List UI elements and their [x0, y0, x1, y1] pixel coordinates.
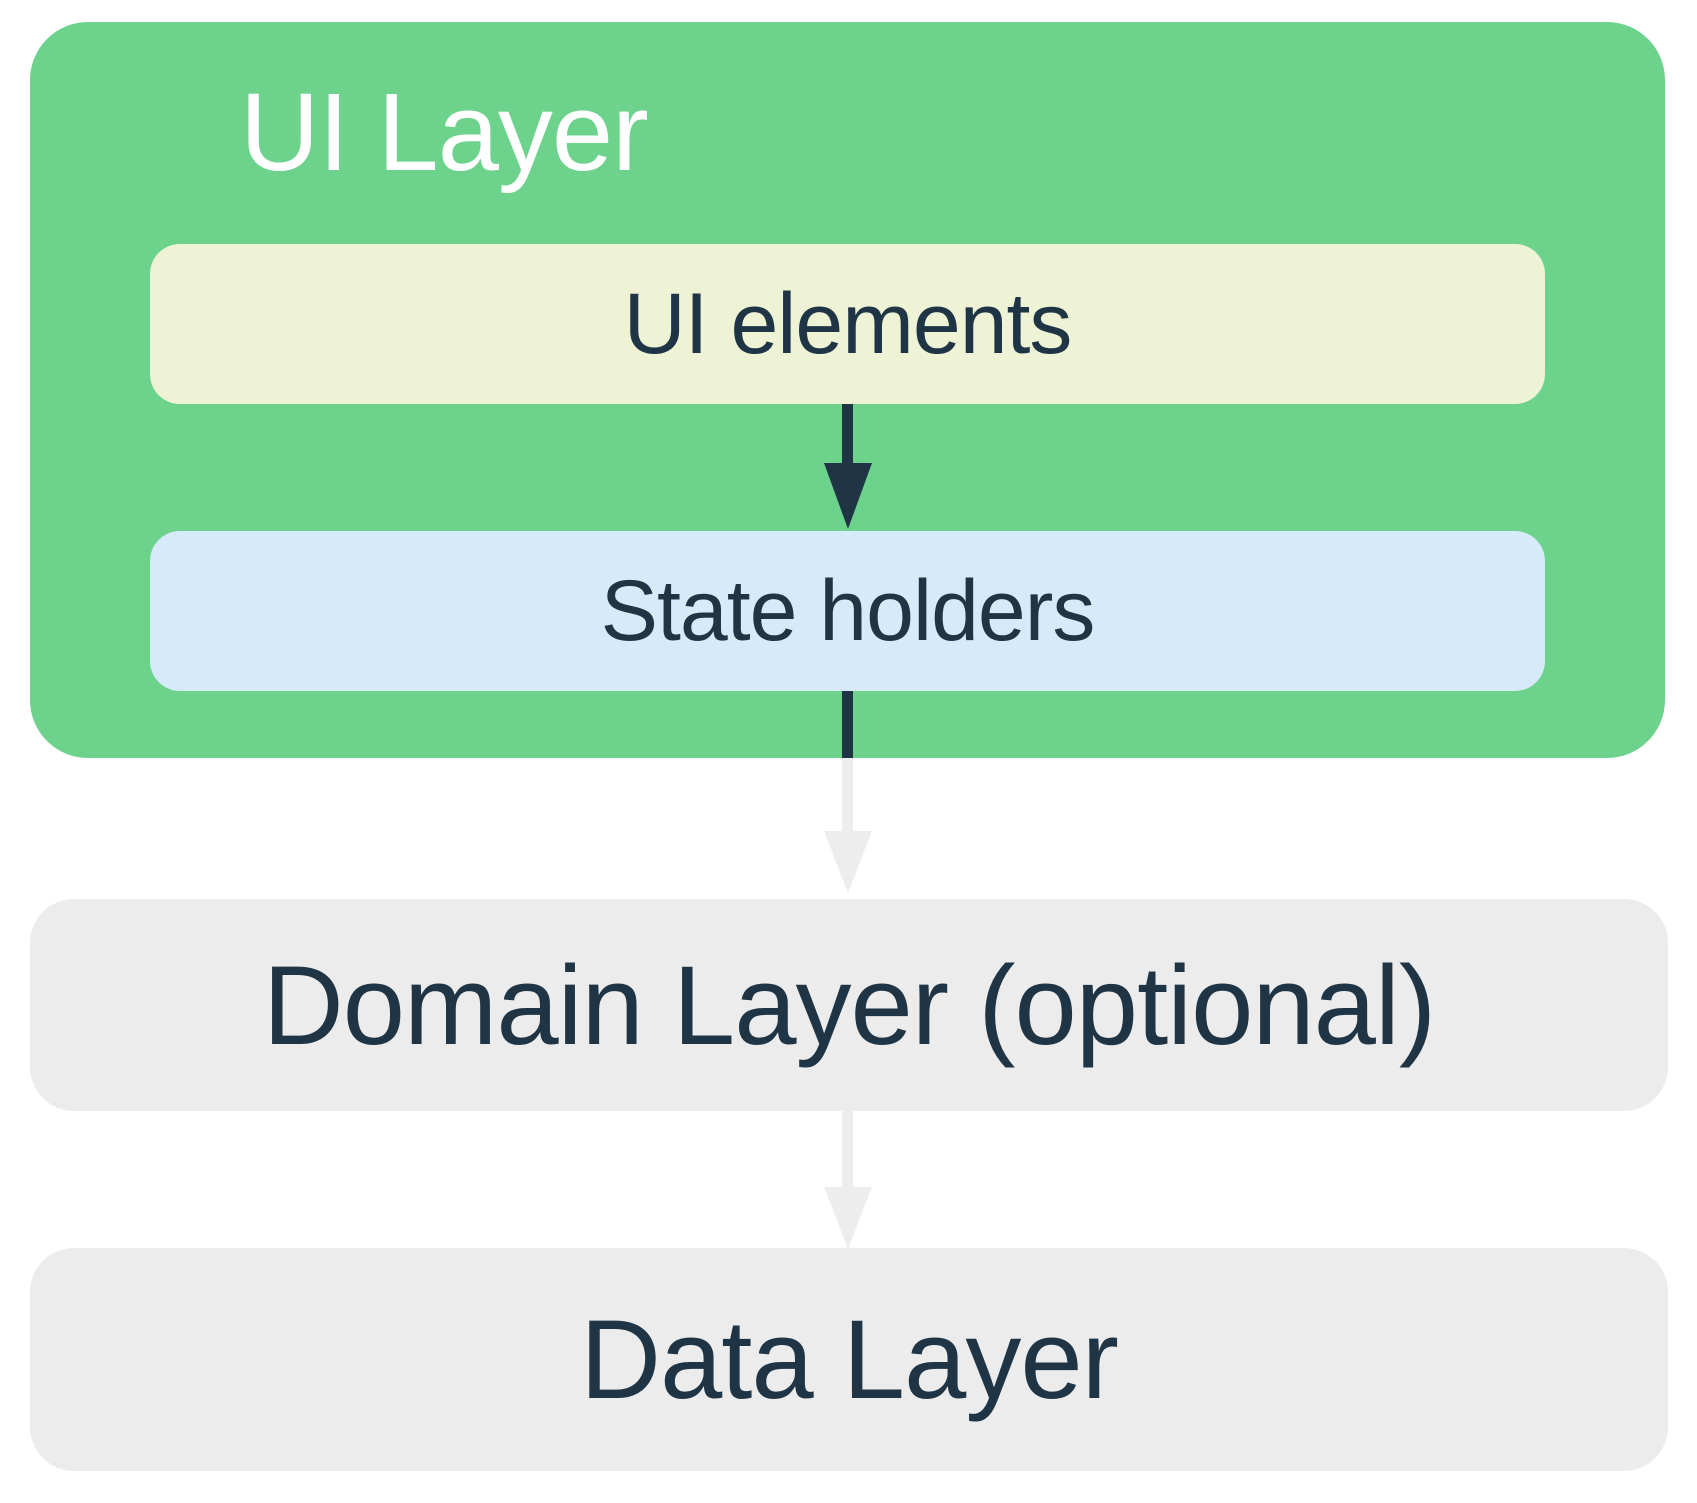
arrow-shaft: [842, 1111, 853, 1188]
domain-layer-box: Domain Layer (optional): [30, 899, 1668, 1111]
arrow-shaft: [842, 404, 853, 464]
arrow-down-icon: [824, 463, 872, 529]
ui-elements-box: UI elements: [150, 244, 1545, 404]
arrow-shaft-dark-segment: [842, 691, 853, 758]
arrow-down-icon: [824, 1187, 872, 1249]
ui-layer-title: UI Layer: [240, 71, 649, 194]
arrow-shaft-light-segment: [842, 758, 853, 831]
state-holders-box: State holders: [150, 531, 1545, 691]
state-holders-label: State holders: [600, 562, 1096, 659]
data-layer-box: Data Layer: [30, 1248, 1668, 1471]
ui-elements-label: UI elements: [623, 275, 1073, 372]
data-layer-label: Data Layer: [580, 1297, 1119, 1422]
ui-layer-box: UI Layer UI elements State holders: [30, 22, 1665, 758]
domain-layer-label: Domain Layer (optional): [262, 942, 1436, 1068]
arrow-down-icon: [824, 831, 872, 893]
